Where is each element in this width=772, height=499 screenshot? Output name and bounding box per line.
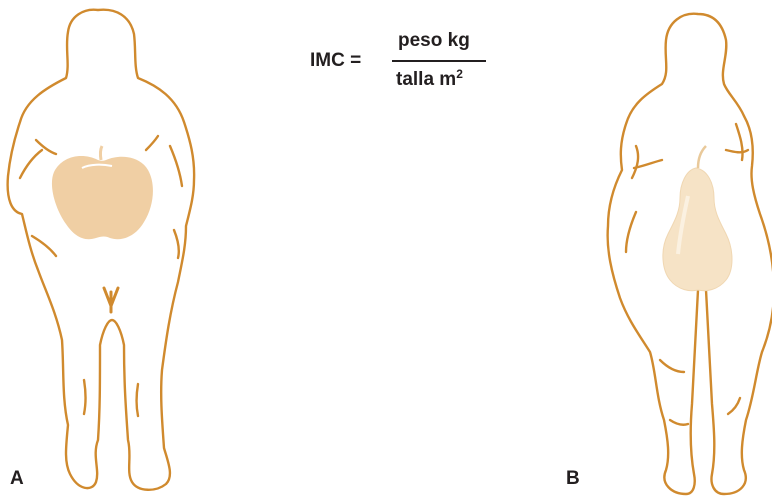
pear-icon [663,146,732,291]
pear-left-arm-line [632,146,638,178]
apple-left-hip-crease [32,236,56,256]
pear-right-hand-line [726,150,748,152]
pear-left-knee-line [670,420,688,425]
apple-body-outline [8,10,195,490]
formula-denominator: talla m2 [396,67,463,91]
formula-denominator-exponent: 2 [456,67,463,81]
apple-right-armpit-line [146,136,158,150]
apple-right-hip-crease [174,230,179,258]
pear-right-knee-line [728,398,740,414]
panel-label-a: A [10,468,24,490]
formula-numerator: peso kg [398,30,470,52]
apple-fruit [52,156,153,239]
pear-right-arm-line [736,124,743,160]
fraction-bar [392,60,486,62]
apple-stem [100,146,102,160]
bmi-formula: IMC = peso kg talla m2 [310,30,490,100]
formula-lhs: IMC = [310,50,361,72]
formula-denominator-base: talla m [396,69,456,90]
pear-left-thigh-crease [660,360,684,372]
apple-body-figure [8,10,195,490]
apple-right-arm-line [170,146,182,186]
apple-left-knee-line [84,380,86,414]
pear-left-hip-line [626,212,636,252]
panel-label-b: B [566,468,580,490]
apple-icon [52,146,153,239]
apple-left-arm-line [20,150,42,178]
apple-groin-mark [104,288,118,312]
pear-stem [698,146,706,168]
apple-right-knee-line [137,384,139,416]
pear-fruit [663,168,732,291]
